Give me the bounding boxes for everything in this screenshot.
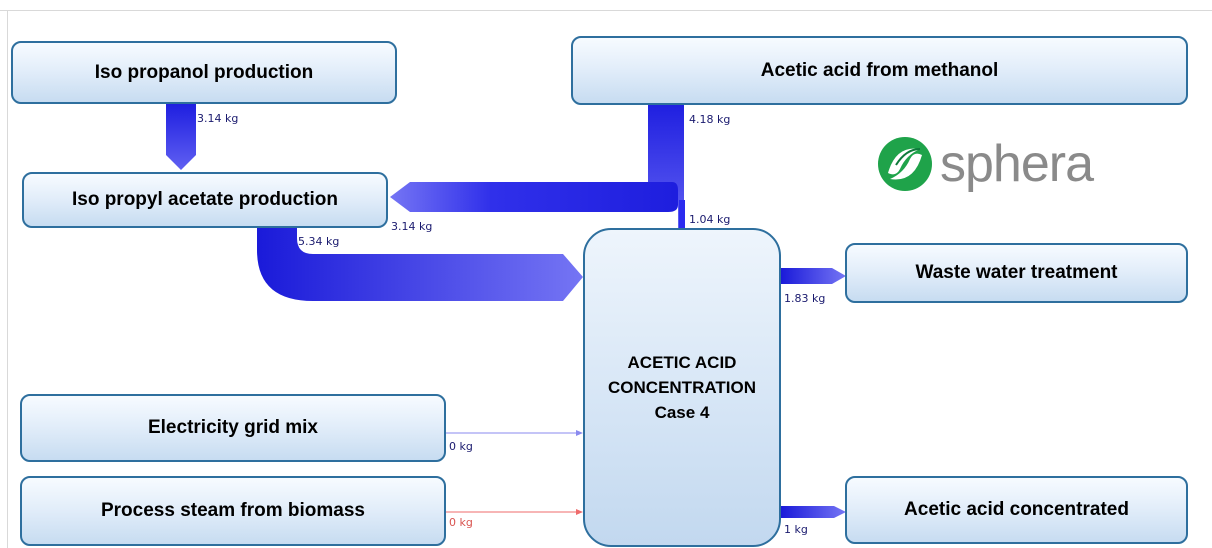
label-acetate-to-central: 5.34 kg <box>298 235 340 248</box>
left-border <box>7 10 8 548</box>
flow-propanol-to-acetate <box>166 104 196 170</box>
label-electricity-to-central: 0 kg <box>449 440 473 453</box>
flow-methanol-to-central <box>679 200 685 230</box>
label-methanol-to-acetate: 3.14 kg <box>391 220 433 233</box>
top-border <box>0 10 1212 11</box>
central-title-line2: CONCENTRATION <box>608 378 756 397</box>
flow-central-to-concentrated <box>781 506 846 518</box>
label-methanol-to-central: 1.04 kg <box>689 213 731 226</box>
central-title-line1: ACETIC ACID <box>627 353 737 372</box>
flow-central-to-waste <box>781 268 846 284</box>
node-iso-propanol[interactable]: Iso propanol production <box>11 41 397 104</box>
label-steam-to-central: 0 kg <box>449 516 473 529</box>
flow-methanol-to-acetate <box>390 182 678 212</box>
flow-acetate-to-central <box>257 228 583 301</box>
label-methanol-out: 4.18 kg <box>689 113 731 126</box>
sphera-logo-icon <box>878 137 932 191</box>
node-iso-propyl-acetate[interactable]: Iso propyl acetate production <box>22 172 388 228</box>
node-electricity-grid[interactable]: Electricity grid mix <box>20 394 446 462</box>
node-process-steam[interactable]: Process steam from biomass <box>20 476 446 546</box>
node-acetic-acid-concentrated[interactable]: Acetic acid concentrated <box>845 476 1188 544</box>
sphera-logo: sphera <box>876 134 1094 194</box>
label-propanol-to-acetate: 3.14 kg <box>197 112 239 125</box>
node-waste-water[interactable]: Waste water treatment <box>845 243 1188 303</box>
label-central-to-waste: 1.83 kg <box>784 292 826 305</box>
central-title-line3: Case 4 <box>654 403 710 422</box>
sphera-logo-text: sphera <box>940 135 1094 193</box>
node-central-process[interactable]: ACETIC ACID CONCENTRATION Case 4 <box>583 228 781 547</box>
node-acetic-acid-methanol[interactable]: Acetic acid from methanol <box>571 36 1188 105</box>
label-central-to-concentrated: 1 kg <box>784 523 808 536</box>
